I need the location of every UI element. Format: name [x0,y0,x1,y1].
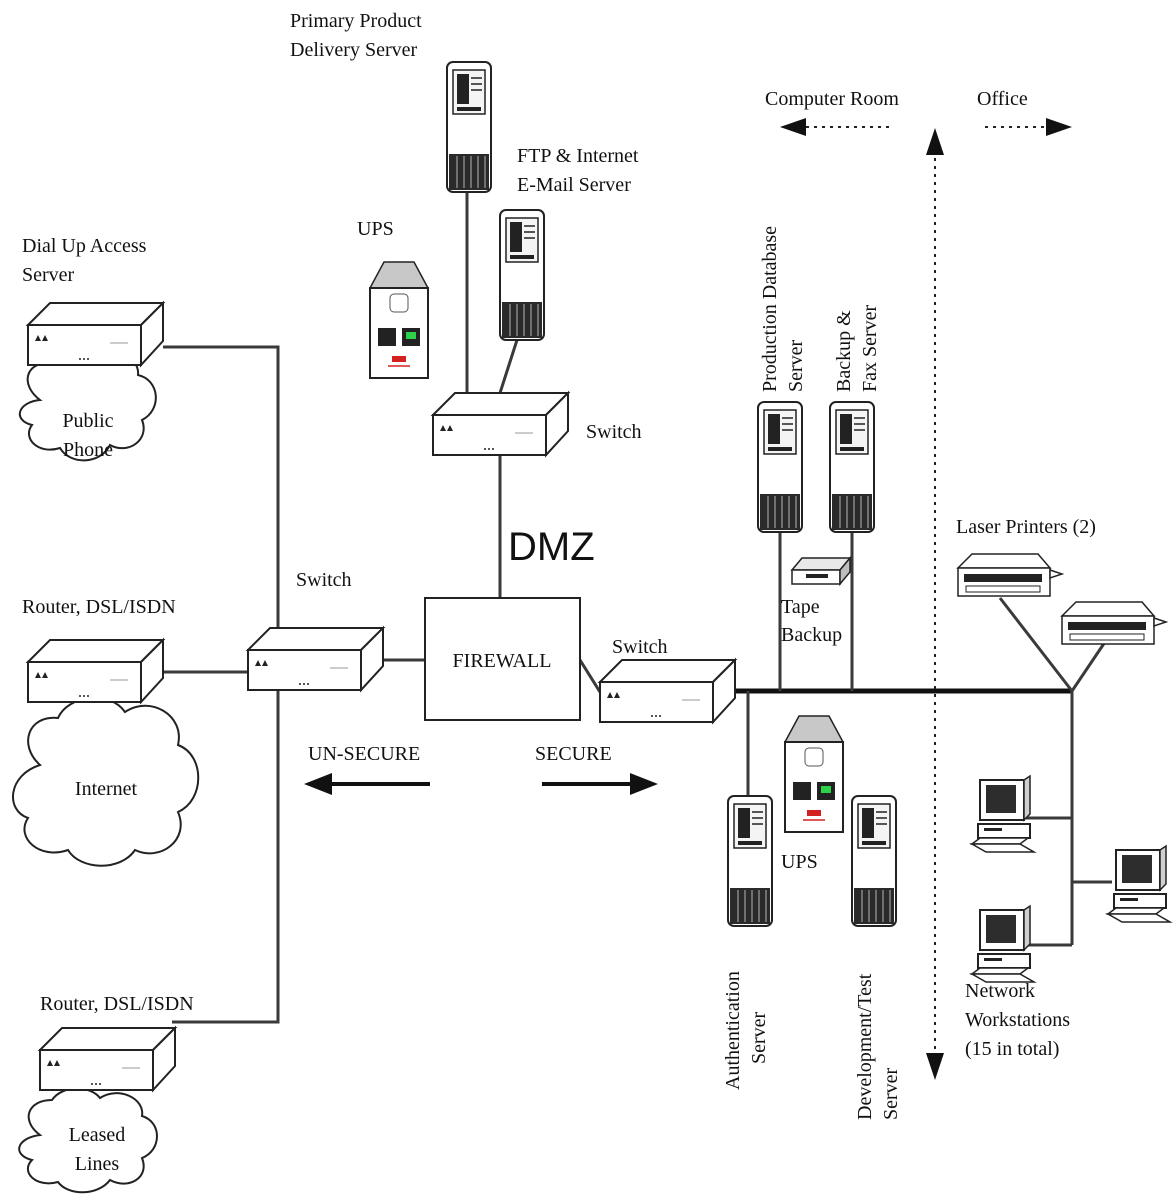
workstation-icon [971,905,1035,983]
arrow-left-icon [780,118,806,136]
arrow-right-icon [1046,118,1072,136]
server-tower-icon [499,209,545,341]
connection-lines [163,192,1112,1024]
leased-lines-label: Lines [75,1153,120,1175]
computer-room-label: Computer Room [765,88,899,110]
workstations-label: (15 in total) [965,1038,1059,1060]
arrow-left-icon [304,773,332,795]
dev-server-label: Server [880,1067,902,1120]
production-db-label: Production Database [759,226,781,392]
ups-icon [369,261,429,379]
workstations-label: Workstations [965,1009,1070,1031]
switch-label: Switch [296,569,352,591]
router-icon [39,1027,176,1091]
primary-server-label: Primary Product [290,10,422,32]
room-divider [780,118,1072,1080]
tape-drive-icon [791,557,851,585]
router-icon [27,302,164,366]
switch-icon [432,392,569,456]
ups-label: UPS [781,851,818,873]
tape-backup-label: Tape [781,596,820,618]
leased-lines-label: Leased [69,1124,126,1146]
ups-icon [784,715,844,833]
laser-printer-icon [1061,601,1167,645]
server-tower-icon [851,795,897,927]
public-phone-label: Public [62,410,113,432]
switch-icon [599,659,736,723]
backup-fax-label: Fax Server [859,304,881,392]
switch-label: Switch [586,421,642,443]
laser-printer-icon [957,553,1063,597]
server-tower-icon [727,795,773,927]
security-arrows [304,773,658,795]
ftp-server-label: FTP & Internet [517,145,639,167]
server-tower-icon [829,401,875,533]
router-icon [27,639,164,703]
arrow-right-icon [630,773,658,795]
cloud-icon [18,1087,158,1194]
dev-server-label: Development/Test [854,973,876,1120]
laser-printers-label: Laser Printers (2) [956,516,1096,538]
workstations-label: Network [965,980,1035,1002]
router-label: Router, DSL/ISDN [22,596,176,618]
public-phone-label: Phone [63,439,113,461]
workstation-icon [1107,845,1171,923]
office-label: Office [977,88,1028,110]
backup-fax-label: Backup & [833,310,855,392]
primary-server-label: Delivery Server [290,39,418,61]
switch-icon [247,627,384,691]
dialup-label: Dial Up Access [22,235,147,257]
unsecure-label: UN-SECURE [308,743,420,765]
firewall-box [424,597,581,721]
workstation-icon [971,775,1035,853]
router-label: Router, DSL/ISDN [40,993,194,1015]
dmz-label: DMZ [508,525,595,569]
dialup-label: Server [22,264,75,286]
ups-label: UPS [357,218,394,240]
production-db-label: Server [785,339,807,392]
server-tower-icon [446,61,492,193]
firewall-label: FIREWALL [453,650,552,672]
ftp-server-label: E-Mail Server [517,174,631,196]
switch-label: Switch [612,636,668,658]
secure-label: SECURE [535,743,612,765]
auth-server-label: Server [748,1011,770,1064]
auth-server-label: Authentication [722,971,744,1090]
internet-label: Internet [75,778,138,800]
tape-backup-label: Backup [781,624,842,646]
server-tower-icon [757,401,803,533]
